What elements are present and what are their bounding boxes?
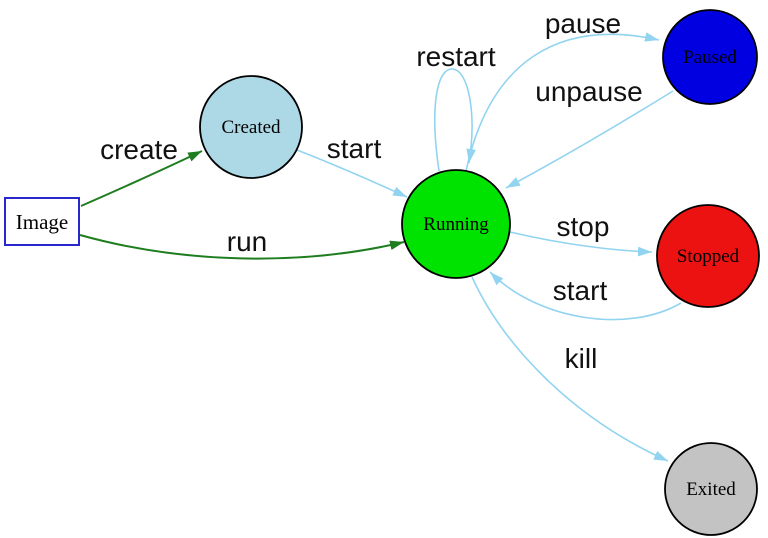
edge-label-start-from-created: start (327, 133, 382, 164)
exited-node-label: Exited (686, 479, 736, 500)
edge-label-stop: stop (557, 211, 610, 242)
edge-label-create: create (100, 134, 178, 165)
node-exited: Exited (664, 442, 758, 536)
edge-label-pause: pause (545, 8, 621, 39)
edge-run (79, 234, 405, 260)
edge-start-from-created (296, 149, 408, 198)
running-node-circle (401, 169, 511, 279)
created-node-label: Created (221, 117, 281, 138)
edge-label-layer: create run start restart pause unpause s… (100, 8, 643, 374)
edge-pause (465, 32, 660, 172)
node-running: Running (401, 169, 511, 279)
edge-stop (509, 231, 653, 257)
stopped-node-label: Stopped (677, 246, 740, 267)
image-node-box (4, 197, 80, 246)
edge-layer (79, 32, 682, 462)
edge-label-unpause: unpause (535, 76, 642, 107)
paused-node-circle (662, 9, 758, 105)
node-layer: Image Created Running Paused Stopped Exi… (4, 9, 760, 536)
edge-unpause (505, 90, 674, 189)
edge-restart-self-loop (434, 68, 476, 172)
node-image: Image (4, 197, 80, 246)
edge-start-from-stopped (489, 271, 682, 321)
stopped-node-circle (656, 204, 760, 308)
node-stopped: Stopped (656, 204, 760, 308)
edge-kill (471, 276, 669, 462)
node-paused: Paused (662, 9, 758, 105)
edge-label-kill: kill (565, 343, 598, 374)
created-node-circle (199, 75, 303, 179)
paused-node-label: Paused (683, 47, 737, 68)
node-created: Created (199, 75, 303, 179)
edge-label-start-from-stopped: start (553, 275, 608, 306)
edge-label-run: run (227, 226, 267, 257)
running-node-label: Running (423, 214, 489, 235)
edge-create (80, 150, 203, 207)
image-node-label: Image (16, 210, 68, 234)
exited-node-circle (664, 442, 758, 536)
edge-label-restart: restart (416, 41, 496, 72)
